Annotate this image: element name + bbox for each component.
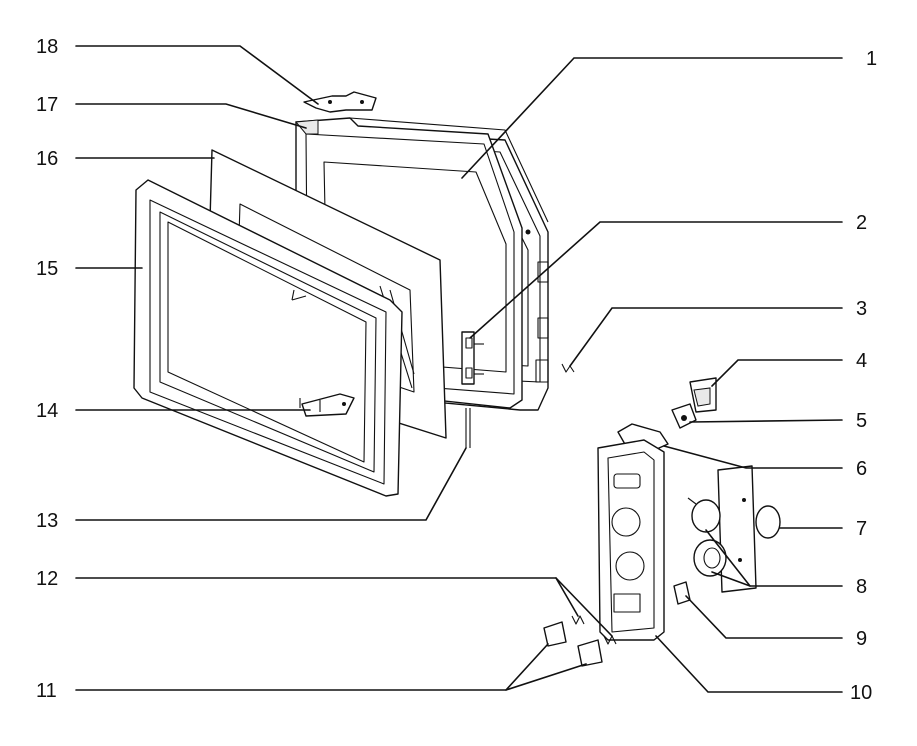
part-switch-bracket: [689, 377, 717, 413]
part-latch-hooks: [461, 331, 484, 385]
callout-labels: 18 17 16 15 14 13 12 11 1 2 3 4 5 6 7 8 …: [36, 36, 877, 704]
callout-5: 5: [856, 410, 867, 432]
part-timer-assembly: [717, 465, 781, 593]
callout-2: 2: [856, 212, 867, 234]
callout-13: 13: [36, 510, 58, 532]
part-springs: [571, 615, 617, 645]
callout-16: 16: [36, 148, 58, 170]
callout-15: 15: [36, 258, 58, 280]
part-hinge-pin: [465, 408, 471, 448]
callout-3: 3: [856, 298, 867, 320]
callout-12: 12: [36, 568, 58, 590]
callout-1: 1: [866, 48, 877, 70]
part-spring: [561, 363, 575, 373]
callout-17: 17: [36, 94, 58, 116]
leader-lines: [75, 45, 843, 693]
callout-8: 8: [856, 576, 867, 598]
callout-9: 9: [856, 628, 867, 650]
callout-14: 14: [36, 400, 58, 422]
part-front-bracket: [299, 393, 355, 417]
callout-6: 6: [856, 458, 867, 480]
part-clip: [673, 581, 691, 605]
part-knobs: [687, 497, 727, 577]
callout-7: 7: [856, 518, 867, 540]
callout-4: 4: [856, 350, 867, 372]
callout-10: 10: [850, 682, 872, 704]
part-feet: [543, 621, 603, 667]
part-control-panel: [597, 439, 665, 641]
callout-11: 11: [36, 680, 57, 702]
part-hinge: [303, 91, 377, 113]
part-lever: [671, 403, 697, 429]
part-outer-door-frame: [133, 179, 403, 497]
callout-18: 18: [36, 36, 58, 58]
